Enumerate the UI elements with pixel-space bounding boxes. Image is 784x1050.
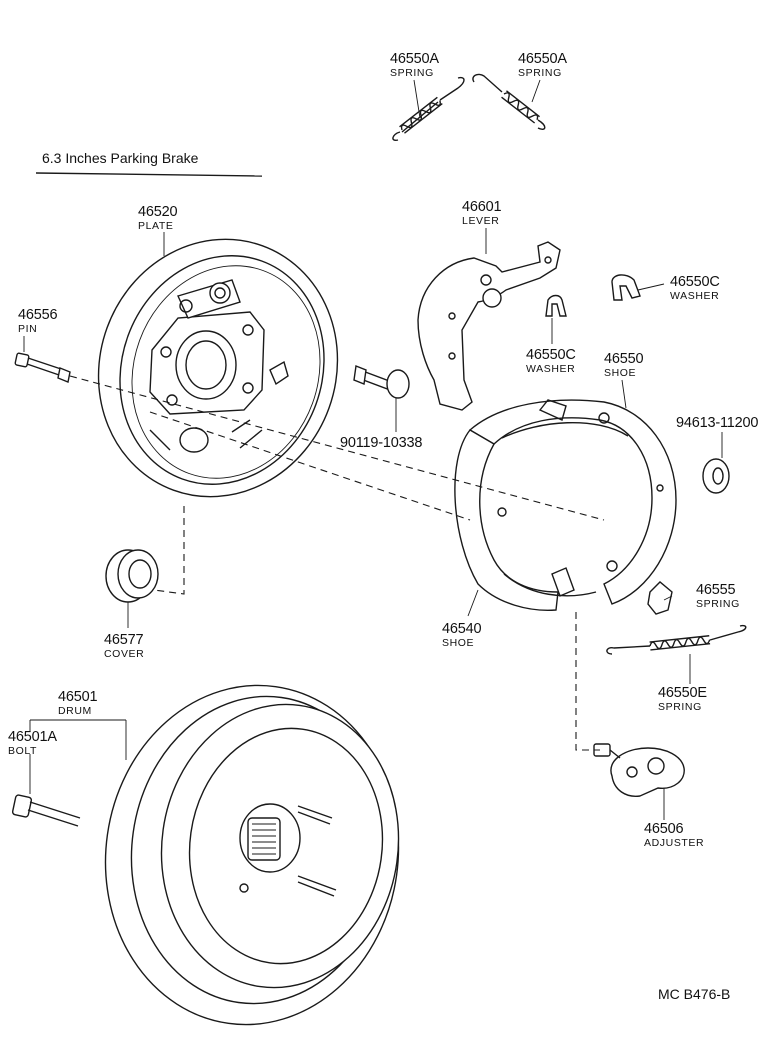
label-plate-46520: 46520 PLATE	[138, 204, 178, 232]
drum-46501-drawing	[104, 684, 400, 1026]
part-number: 90119-10338	[340, 435, 423, 451]
part-name: LEVER	[462, 214, 500, 227]
label-washer-46550c-mid: 46550C WASHER	[526, 348, 576, 374]
label-washer-94613: 94613-11200	[676, 416, 758, 431]
part-number: 46601	[462, 199, 502, 215]
part-name: ADJUSTER	[644, 836, 705, 849]
part-name: SHOE	[442, 636, 475, 649]
part-name: DRUM	[58, 704, 92, 717]
label-drum-46501: 46501 DRUM	[58, 689, 98, 717]
diagram-code: MC B476-B	[658, 986, 731, 1002]
part-number: 46550C	[670, 274, 720, 290]
part-name: WASHER	[526, 362, 576, 375]
part-name: WASHER	[670, 289, 720, 302]
title-underline	[35, 172, 263, 177]
label-cover-46577: 46577 COVER	[104, 633, 144, 659]
label-bolt-90119: 90119-10338	[340, 436, 422, 451]
label-lever-46601: 46601 LEVER	[462, 199, 502, 227]
label-shoe-46550: 46550 SHOE	[604, 351, 644, 379]
part-name: COVER	[104, 647, 145, 660]
spring-46550a-left-drawing	[392, 76, 465, 142]
part-name: SPRING	[658, 700, 702, 713]
part-number: 46556	[18, 307, 58, 323]
part-number: 46577	[104, 632, 144, 648]
spring-46550e-drawing	[606, 624, 747, 655]
part-name: SPRING	[696, 597, 740, 610]
part-name: PLATE	[138, 219, 174, 232]
bolt-46501a-drawing	[11, 794, 81, 827]
leader-lines	[23, 79, 723, 820]
part-name: PIN	[18, 322, 38, 335]
spring-46550a-right-drawing	[472, 73, 546, 130]
part-number: 46550A	[390, 51, 439, 67]
washer-46550c-mid-drawing	[545, 294, 567, 317]
part-number: 46550C	[526, 347, 576, 363]
part-number: 46501	[58, 689, 98, 705]
label-spring-46550a-right: 46550A SPRING	[518, 52, 567, 78]
part-name: SPRING	[390, 66, 434, 79]
label-spring-46550e: 46550E SPRING	[658, 686, 707, 712]
bolt-90119-drawing	[353, 365, 410, 399]
part-number: 46550	[604, 351, 644, 367]
part-name: BOLT	[8, 744, 38, 757]
label-spring-46550a-left: 46550A SPRING	[390, 52, 439, 78]
part-number: 46501A	[8, 729, 57, 745]
label-pin-46556: 46556 PIN	[18, 307, 58, 335]
label-spring-46555: 46555 SPRING	[696, 583, 740, 609]
label-washer-46550c-right: 46550C WASHER	[670, 275, 720, 301]
label-bolt-46501a: 46501A BOLT	[8, 730, 57, 756]
washer-46550c-right-drawing	[611, 274, 641, 301]
part-number: 46506	[644, 821, 684, 837]
part-name: SHOE	[604, 366, 637, 379]
brake-shoes-drawing	[454, 399, 677, 611]
part-number: 46550E	[658, 685, 707, 701]
washer-94613-drawing	[702, 458, 730, 494]
adjuster-46506-drawing	[593, 743, 685, 797]
part-number: 94613-11200	[676, 415, 759, 431]
backing-plate-drawing	[97, 238, 339, 498]
alignment-lines	[69, 375, 605, 751]
diagram-title: 6.3 Inches Parking Brake	[42, 150, 199, 166]
part-number: 46540	[442, 621, 482, 637]
part-number: 46520	[138, 204, 178, 220]
part-number: 46555	[696, 582, 736, 598]
spring-46555-drawing	[647, 581, 673, 615]
label-shoe-46540: 46540 SHOE	[442, 621, 482, 649]
lever-46601-drawing	[417, 241, 561, 411]
part-name: SPRING	[518, 66, 562, 79]
cover-46577-drawing	[105, 549, 159, 603]
label-adjuster-46506: 46506 ADJUSTER	[644, 822, 704, 848]
part-number: 46550A	[518, 51, 567, 67]
pin-46556-drawing	[14, 352, 71, 383]
